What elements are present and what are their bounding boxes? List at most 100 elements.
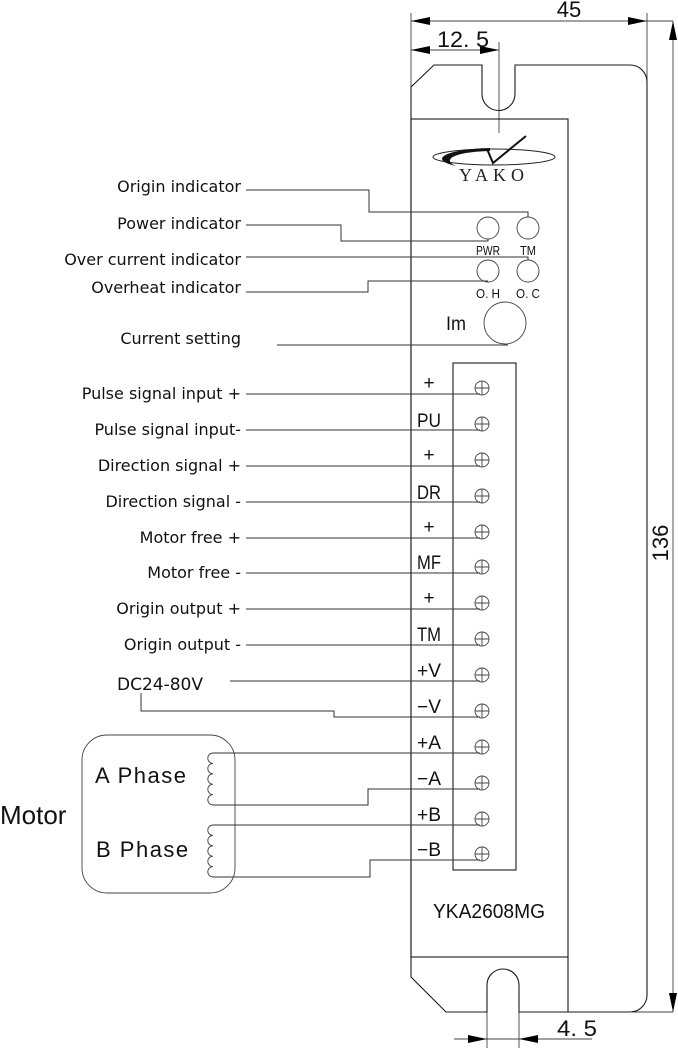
terminal-screw-icon — [474, 846, 490, 862]
arrow-right-icon — [468, 1035, 487, 1043]
terminal-screw-icon — [474, 559, 490, 575]
logo-check-icon — [486, 135, 527, 165]
power-supply-label: DC24-80V — [117, 675, 203, 695]
terminal-screw-icon — [474, 667, 490, 683]
terminal-pin-label: PU — [417, 411, 441, 432]
terminal-pin-label: + — [423, 445, 434, 466]
indicator-label: PWR — [476, 243, 500, 258]
terminal-row: +A — [213, 733, 490, 755]
motor-housing — [81, 734, 236, 894]
terminal-pin-label: +B — [417, 805, 441, 826]
terminal-row: Pulse signal input- PU — [94, 411, 490, 439]
terminal-pin-label: + — [423, 588, 434, 609]
terminal-pin-label: + — [423, 517, 434, 538]
indicator-pwr: PWR — [476, 216, 500, 258]
terminal-pin-label: −B — [417, 840, 441, 861]
indicator-label: TM — [520, 243, 536, 258]
logo-swoosh-icon — [432, 148, 556, 166]
logo-brand-text: YAKO — [459, 165, 529, 185]
terminal-block — [452, 362, 517, 871]
leader-power-indicator — [246, 224, 489, 242]
wire-b-minus — [213, 859, 480, 878]
callout-power-indicator: Power indicator — [117, 214, 241, 233]
terminal-row: +B — [213, 805, 490, 827]
terminal-screw-icon — [474, 595, 490, 611]
arrow-right-icon — [480, 46, 499, 54]
terminal-pin-label: −V — [417, 697, 441, 718]
terminal-screw-icon — [474, 811, 490, 827]
terminal-signal-label: Pulse signal input + — [82, 384, 241, 403]
terminal-screw-icon — [474, 775, 490, 791]
led-icon — [476, 216, 500, 240]
logo-crescent-icon — [442, 148, 490, 166]
terminal-signal-label: Origin output - — [124, 635, 241, 654]
callout-origin-indicator: Origin indicator — [117, 177, 241, 196]
model-name: YKA2608MG — [433, 901, 545, 923]
terminal-screw-icon — [474, 488, 490, 504]
terminal-row: −B — [213, 840, 490, 878]
indicator-label: O. C — [516, 286, 540, 301]
dimension-slot-width-label: 4. 5 — [557, 1016, 597, 1041]
arrow-left-icon — [519, 1035, 538, 1043]
terminal-pin-label: +V — [417, 661, 441, 682]
terminal-row: Origin output - TM — [124, 625, 490, 654]
motor: Motor A Phase B Phase — [0, 734, 236, 894]
arrow-left-icon — [411, 17, 430, 25]
led-icon — [516, 259, 540, 283]
terminal-signal-label: Origin output + — [116, 599, 241, 618]
motor-label: Motor — [0, 800, 67, 830]
coil-a-icon — [207, 752, 214, 806]
terminal-row: Motor free + + — [140, 517, 490, 547]
terminal-screw-icon — [474, 452, 490, 468]
leader-origin-indicator — [246, 189, 529, 217]
callout-current-setting: Current setting — [120, 329, 241, 348]
dimension-slot-width: 4. 5 — [454, 1012, 597, 1048]
arrow-down-icon — [669, 993, 677, 1012]
current-setting-knob: Im — [446, 301, 527, 345]
dimension-height: 136 — [648, 21, 677, 1012]
dimension-width-label: 45 — [557, 0, 581, 22]
wire-negative-supply — [140, 693, 480, 718]
arrow-right-icon — [628, 17, 647, 25]
arrow-left-icon — [411, 46, 430, 54]
terminal-row: −V — [140, 693, 490, 719]
potentiometer-icon — [483, 301, 527, 345]
terminal-row: −A — [213, 769, 490, 806]
led-icon — [476, 259, 500, 283]
terminal-row: Motor free - MF — [147, 553, 490, 582]
callout-overheat-indicator: Overheat indicator — [91, 278, 241, 297]
callout-over-current-indicator: Over current indicator — [64, 250, 241, 269]
terminal-pin-label: TM — [417, 625, 441, 646]
leader-overheat-indicator — [246, 280, 488, 293]
led-icon — [516, 216, 540, 240]
knob-label: Im — [446, 314, 466, 335]
terminal-signal-label: Direction signal - — [105, 492, 241, 511]
indicator-oc: O. C — [516, 259, 540, 301]
terminal-row: +V — [230, 661, 490, 683]
arrow-up-icon — [669, 21, 677, 40]
terminal-screw-icon — [474, 524, 490, 540]
terminal-screw-icon — [474, 631, 490, 647]
terminal-pin-label: + — [423, 373, 434, 394]
dimension-slot-offset: 12. 5 — [411, 27, 499, 54]
extension-lines — [410, 13, 673, 1013]
terminal-signal-label: Motor free + — [140, 528, 241, 547]
indicator-tm: TM — [516, 216, 540, 258]
phase-a-label: A Phase — [95, 763, 187, 788]
extension-lines — [486, 1012, 520, 1048]
terminal-signal-label: Pulse signal input- — [94, 420, 241, 439]
terminal-pin-label: −A — [417, 769, 441, 790]
terminal-row: Direction signal + + — [98, 445, 490, 475]
dimension-width: 45 — [411, 0, 673, 25]
terminal-screw-icon — [474, 703, 490, 719]
terminal-screw-icon — [474, 739, 490, 755]
indicator-label: O. H — [476, 286, 500, 301]
terminal-signal-label: Direction signal + — [98, 456, 241, 475]
phase-b-label: B Phase — [96, 837, 190, 862]
terminal-screw-icon — [474, 416, 490, 432]
driver-body-outline — [410, 64, 648, 1013]
terminal-row: Direction signal - DR — [105, 483, 490, 511]
terminal-signal-label: Motor free - — [147, 563, 241, 582]
yako-logo: YAKO — [432, 135, 556, 185]
